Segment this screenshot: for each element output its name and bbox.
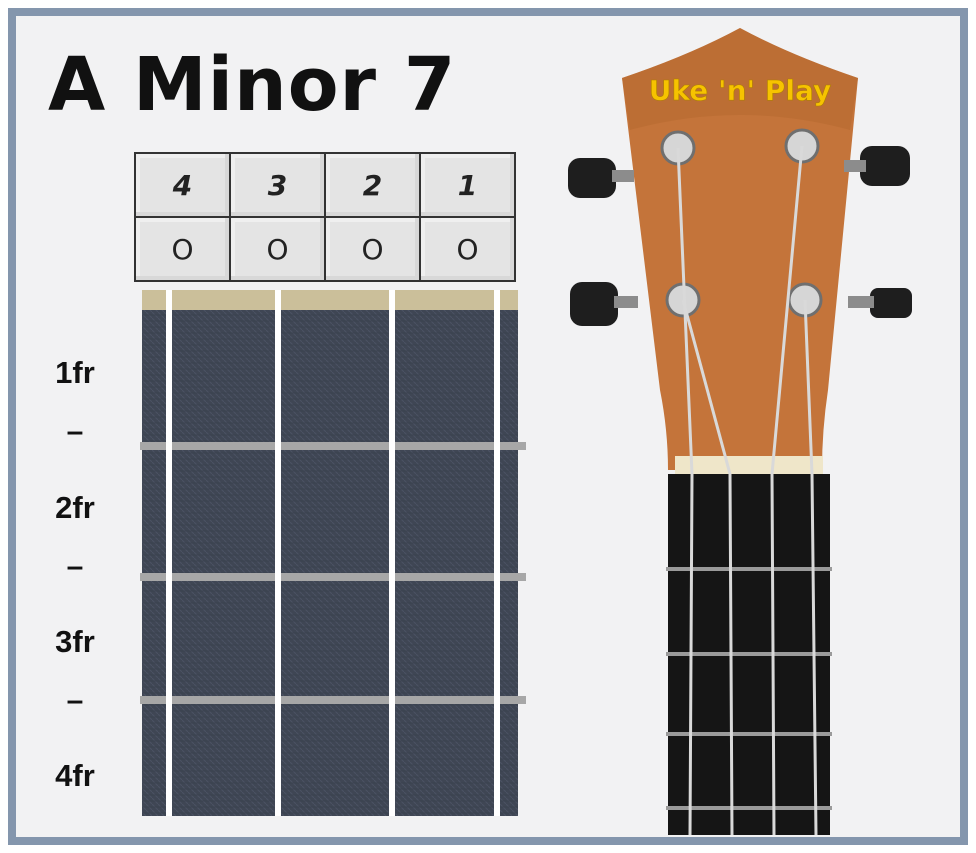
fret-label: 3fr [55, 624, 95, 659]
ukulele-headstock-image: Uke 'n' Play [568, 28, 912, 835]
string-line [166, 290, 172, 816]
uke-string [681, 299, 734, 835]
tuner-knob [570, 282, 618, 326]
brand-logo: Uke 'n' Play [649, 74, 832, 107]
fretboard-diagram [140, 290, 526, 816]
open-string-marker: O [229, 216, 326, 282]
fret-line [140, 573, 526, 581]
string-number-row: 4 3 2 1 [134, 152, 516, 218]
string-number: 4 [134, 152, 231, 218]
tuner-knob [870, 288, 912, 318]
fret-line [140, 442, 526, 450]
string-number: 1 [419, 152, 516, 218]
fret-separator: – [66, 684, 84, 717]
open-string-row: O O O O [134, 216, 516, 282]
chord-title: A Minor 7 [48, 42, 457, 128]
uke-fret [666, 732, 832, 736]
string-line [389, 290, 395, 816]
string-number: 2 [324, 152, 421, 218]
open-string-marker: O [134, 216, 231, 282]
nut [142, 290, 518, 310]
tuner-knob [568, 158, 616, 198]
fret-label: 2fr [55, 490, 95, 525]
tuner-shaft [612, 170, 634, 182]
tuner-shaft [848, 296, 874, 308]
uke-string [770, 145, 804, 835]
string-header-table: 4 3 2 1 O O O O [134, 152, 516, 282]
fret-separator: – [66, 415, 84, 448]
uke-nut [675, 456, 823, 474]
uke-string [676, 147, 694, 835]
fret-separator: – [66, 550, 84, 583]
string-line [275, 290, 281, 816]
open-string-marker: O [324, 216, 421, 282]
string-number: 3 [229, 152, 326, 218]
fret-label: 1fr [55, 355, 95, 390]
tuner-shaft [614, 296, 638, 308]
tuner-knob [860, 146, 910, 186]
string-line [494, 290, 500, 816]
uke-fret [666, 806, 832, 810]
tuner-shaft [844, 160, 866, 172]
uke-fret [666, 567, 832, 571]
fret-label: 4fr [55, 758, 95, 793]
fret-line [140, 696, 526, 704]
fretboard-surface [142, 300, 518, 816]
headstock-shading [622, 28, 858, 130]
uke-string [803, 299, 818, 835]
open-string-marker: O [419, 216, 516, 282]
uke-fret [666, 652, 832, 656]
